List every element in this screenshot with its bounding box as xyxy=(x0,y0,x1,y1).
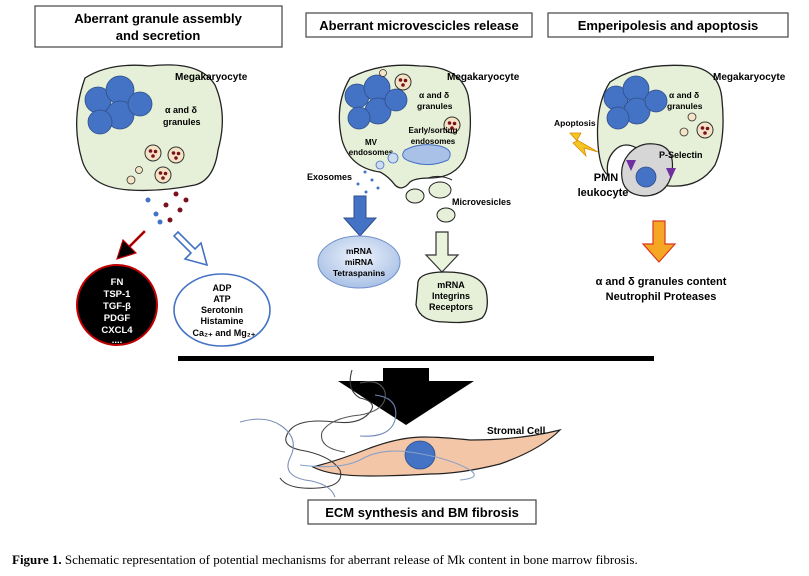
factor-4: PDGF xyxy=(104,313,131,324)
early-endosomes-label-2: endosomes xyxy=(411,137,456,146)
nucleus-left xyxy=(84,75,153,135)
apoptosis-label: Apoptosis xyxy=(554,118,596,128)
microvesicle-cargo-list: mRNA Integrins Receptors xyxy=(429,280,473,312)
content-label-2: Neutrophil Proteases xyxy=(606,291,717,303)
mediator-4: Histamine xyxy=(200,316,243,326)
arrow-black-left xyxy=(116,230,146,260)
microvesicle-cargo-1: mRNA xyxy=(437,280,465,290)
granule-middle-1 xyxy=(394,73,412,91)
factor-3: TGF-β xyxy=(103,301,131,312)
pselectin-label: P-Selectin xyxy=(659,150,703,160)
granule-left-small-1 xyxy=(126,175,136,185)
exosome-cargo-ellipse xyxy=(317,235,401,289)
exosome-cargo-2: miRNA xyxy=(345,257,373,267)
granule-left-3 xyxy=(154,166,172,184)
exosome-cargo-list: mRNA miRNA Tetraspanins xyxy=(333,246,386,278)
panel-title-box-1 xyxy=(34,5,283,48)
panel-title-box-3 xyxy=(547,12,789,38)
granule-right-small-1 xyxy=(687,112,697,122)
arrow-white-right xyxy=(172,230,209,267)
pselectin-marker-left xyxy=(626,160,636,171)
stromal-nucleus xyxy=(404,440,436,470)
black-circle-list: FN TSP-1 TGF-β PDGF CXCL4 .... xyxy=(101,277,133,346)
granule-left-small-2 xyxy=(135,166,143,174)
content-label-1: α and δ granules content xyxy=(596,276,727,288)
caption-label: Figure 1. xyxy=(12,552,62,567)
ecm-box xyxy=(307,499,537,525)
granule-right-small-2 xyxy=(679,127,689,137)
pmn-label-1: PMN xyxy=(594,172,619,184)
megakaryocyte-label-middle: Megakaryocyte xyxy=(447,72,520,83)
mediator-5: Ca₂₊ and Mg₂₊ xyxy=(193,328,256,338)
microvesicle-cargo-shape xyxy=(415,271,488,324)
mv-endosomes-label-2: endosomes xyxy=(349,148,394,157)
granules-label-left-2: granules xyxy=(163,117,201,127)
nucleus-right xyxy=(603,75,668,130)
pmn-label-2: leukocyte xyxy=(578,187,629,199)
figure-caption: Figure 1. Schematic representation of po… xyxy=(12,552,638,568)
ecm-label: ECM synthesis and BM fibrosis xyxy=(325,505,519,520)
granule-middle-small xyxy=(379,69,387,77)
panel-title-1-line2: and secretion xyxy=(116,28,201,43)
panel-title-3: Emperipolesis and apoptosis xyxy=(578,18,759,33)
diagram-canvas: Aberrant granule assembly and secretion … xyxy=(34,5,789,525)
megakaryocyte-label-left: Megakaryocyte xyxy=(175,72,248,83)
mediator-1: ADP xyxy=(212,283,231,293)
granules-label-middle-1: α and δ xyxy=(419,90,449,100)
granules-label-middle-2: granules xyxy=(417,101,453,111)
black-circle-factors xyxy=(76,264,158,346)
white-circle-list: ADP ATP Serotonin Histamine Ca₂₊ and Mg₂… xyxy=(193,283,256,338)
arrow-orange xyxy=(641,220,677,263)
panel-title-2: Aberrant microvescicles release xyxy=(319,18,518,33)
mediator-3: Serotonin xyxy=(201,305,243,315)
white-circle-factors xyxy=(173,273,271,347)
early-endosomes-label-1: Early/sorting xyxy=(409,126,458,135)
microvesicles-label: Microvesicles xyxy=(452,197,511,207)
panel-title-box-2 xyxy=(305,12,533,38)
microvesicles-shapes xyxy=(405,175,456,223)
sorting-endosome xyxy=(402,144,451,166)
factor-5: CXCL4 xyxy=(101,325,133,336)
mediator-2: ATP xyxy=(213,294,230,304)
divider-bar xyxy=(178,356,654,361)
ecm-fibers xyxy=(239,369,475,498)
stromal-cell-label: Stromal Cell xyxy=(487,426,546,437)
granules-label-right-1: α and δ xyxy=(669,90,699,100)
microvesicle-cargo-3: Receptors xyxy=(429,302,473,312)
secreted-granules-left xyxy=(145,191,189,225)
mv-endosome-2 xyxy=(375,160,385,170)
nucleus-middle xyxy=(344,74,408,130)
exosome-dots xyxy=(356,170,380,194)
megakaryocyte-label-right: Megakaryocyte xyxy=(713,72,786,83)
pselectin-marker-right xyxy=(666,168,676,179)
arrow-green-microvesicles xyxy=(424,231,460,273)
factor-6: .... xyxy=(112,335,123,346)
exosomes-label: Exosomes xyxy=(307,172,352,182)
granule-left-2 xyxy=(167,146,185,164)
granules-label-right-2: granules xyxy=(667,101,703,111)
granule-right-1 xyxy=(696,121,714,139)
exosome-cargo-1: mRNA xyxy=(346,246,372,256)
microvesicle-cargo-2: Integrins xyxy=(432,291,470,301)
granule-left-1 xyxy=(144,144,162,162)
arrow-blue-exosomes xyxy=(342,195,378,237)
granules-label-left-1: α and δ xyxy=(165,105,198,115)
factor-1: FN xyxy=(111,277,124,288)
panel-title-1-line1: Aberrant granule assembly xyxy=(74,11,242,26)
factor-2: TSP-1 xyxy=(104,289,132,300)
caption-text: Schematic representation of potential me… xyxy=(61,552,638,567)
stromal-cell xyxy=(311,428,562,477)
exosome-cargo-3: Tetraspanins xyxy=(333,268,386,278)
lightning-icon xyxy=(569,132,599,158)
mv-endosomes-label-1: MV xyxy=(365,138,378,147)
mv-endosome-1 xyxy=(387,152,399,164)
pmn-nucleus xyxy=(635,166,657,188)
